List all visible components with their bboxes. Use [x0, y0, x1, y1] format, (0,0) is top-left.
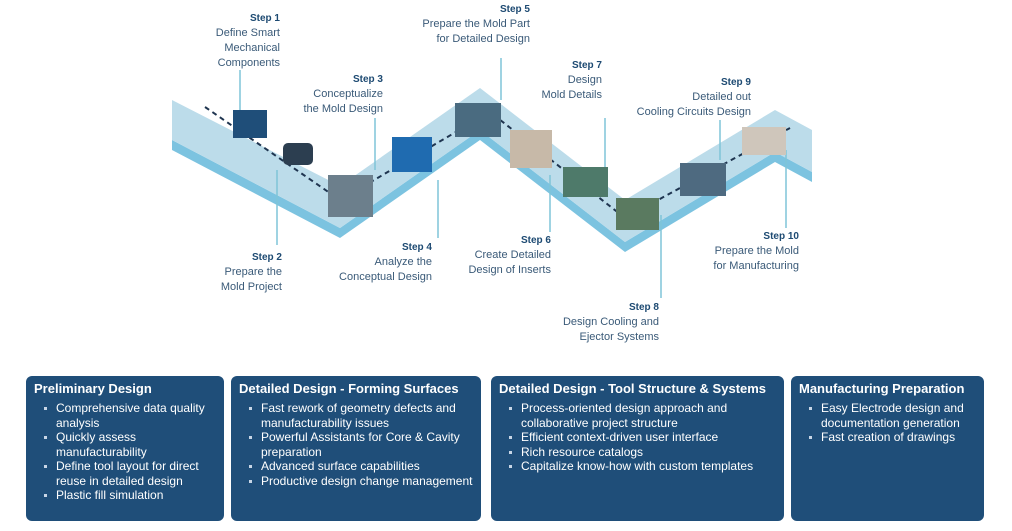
thumbnail-step-5 — [455, 103, 501, 137]
thumbnail-step-10 — [742, 127, 786, 155]
box-title: Preliminary Design — [34, 381, 152, 396]
box-preliminary-design: Preliminary Design Comprehensive data qu… — [26, 376, 224, 521]
thumbnail-step-9 — [680, 163, 726, 196]
step-connector-lines — [239, 58, 787, 298]
thumbnail-step-4 — [392, 137, 432, 172]
box-tool-structure: Detailed Design - Tool Structure & Syste… — [491, 376, 784, 521]
thumbnail-step-6 — [510, 130, 552, 168]
thumbnail-step-3 — [328, 175, 373, 217]
step-thumbnails — [233, 103, 786, 230]
box-title: Detailed Design - Tool Structure & Syste… — [499, 381, 767, 396]
thumbnail-step-1 — [233, 110, 267, 138]
box-title: Manufacturing Preparation — [799, 381, 965, 396]
thumbnail-step-7 — [563, 167, 608, 197]
box-forming-surfaces: Detailed Design - Forming Surfaces Fast … — [231, 376, 481, 521]
thumbnail-step-2 — [283, 143, 313, 165]
box-title: Detailed Design - Forming Surfaces — [239, 381, 459, 396]
thumbnail-step-8 — [616, 198, 659, 230]
process-ribbon-diagram — [172, 58, 812, 298]
box-manufacturing-preparation: Manufacturing Preparation Easy Electrode… — [791, 376, 984, 521]
